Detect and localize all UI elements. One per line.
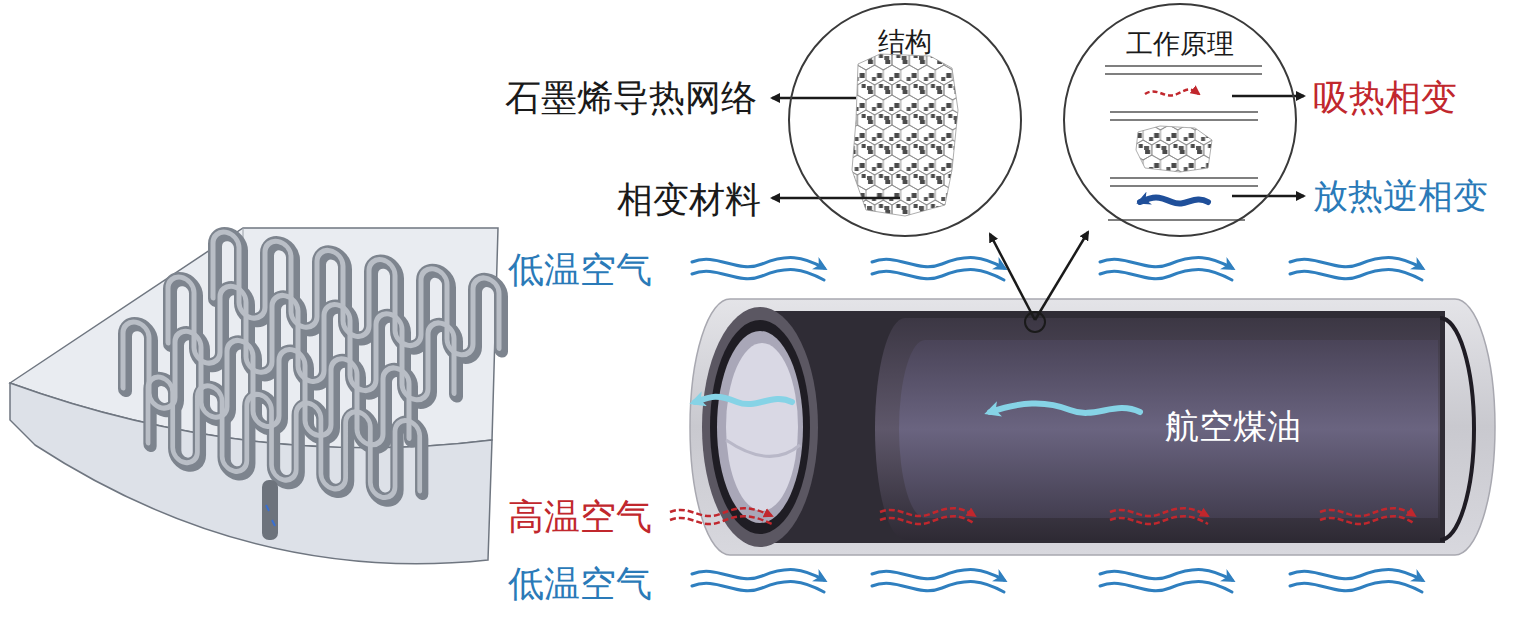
phase-change-tube-part — [717, 331, 803, 523]
cold-air-arrows-part-part — [692, 570, 824, 580]
hot-air-arrows-part — [1110, 508, 1208, 516]
phase-change-tube-part — [745, 311, 1445, 543]
hot-air-arrows-part — [880, 508, 975, 516]
leader-lines-part — [772, 197, 900, 200]
magnifier-circles-part-part — [1110, 119, 1258, 121]
circle-heading: 工作原理 — [1065, 29, 1295, 59]
magnifier-circle: 结构 — [788, 3, 1022, 237]
heat-exchanger-panel-part — [266, 505, 275, 526]
phase-change-tube-part — [1440, 318, 1474, 540]
leader-lines-part — [1232, 195, 1304, 198]
hot-air-arrows-part — [1320, 508, 1415, 516]
phase-change-tube-part — [899, 340, 1438, 518]
magnifier-circles-part — [852, 54, 958, 216]
hot-air-arrows-part — [670, 516, 772, 524]
phase-change-tube-part — [726, 343, 798, 511]
magnifier-circles-part — [1145, 90, 1199, 96]
leader-lines-part — [1232, 95, 1304, 98]
cold-air-arrows-part-part — [1290, 582, 1422, 592]
hot-air-arrows-part — [1110, 516, 1208, 524]
circle-heading: 结构 — [790, 27, 1020, 57]
material-label: 石墨烯导热网络 — [505, 78, 757, 118]
leader-lines-part — [772, 97, 856, 100]
phase-change-tube — [690, 299, 1495, 555]
phase-change-tube-part — [726, 440, 800, 456]
magnifier-circles-part — [1063, 3, 1297, 237]
magnifier-circles-part — [788, 3, 1022, 237]
magnifier-circles-part-part — [1105, 73, 1262, 75]
magnifier-circles-part — [1136, 126, 1212, 172]
cold-air-arrows-part-part — [1100, 258, 1232, 268]
hot-air-arrows-part — [880, 516, 975, 524]
cold-air-arrows-part-part — [692, 258, 824, 268]
fuel-flow-arrows-part — [990, 403, 1140, 412]
material-label: 相变材料 — [617, 180, 761, 220]
fuel-flow-arrows-part — [695, 397, 792, 404]
process-label: 吸热相变 — [1313, 78, 1457, 118]
cold-air-arrows-part-part — [1100, 582, 1232, 592]
magnifier-circle: 工作原理 — [1063, 3, 1297, 237]
leader-lines — [772, 96, 1304, 332]
airflow-label: 低温空气 — [508, 564, 652, 604]
cold-air-arrows-part-part — [872, 582, 1004, 592]
process-label: 放热逆相变 — [1313, 177, 1488, 216]
magnifier-circles — [788, 3, 1297, 237]
cold-air-arrows-part-part — [1290, 258, 1422, 268]
airflow-label: 高温空气 — [508, 497, 652, 537]
heat-exchanger-panel — [10, 228, 501, 564]
magnifier-circles-part-part — [1105, 65, 1262, 67]
heat-exchanger-panel-part — [123, 230, 501, 506]
cold-air-arrows-part-part — [1100, 270, 1232, 280]
phase-change-tube-part — [690, 299, 1495, 555]
magnifier-circles-part-part — [1110, 177, 1258, 179]
leader-lines-part — [1035, 232, 1088, 320]
magnifier-circles-part-part — [1108, 219, 1245, 221]
cold-air-arrows-part-part — [692, 270, 824, 280]
phase-change-tube-part — [710, 320, 810, 534]
magnifier-circles-part — [1140, 198, 1208, 204]
fuel-flow-arrows — [695, 397, 1140, 413]
fluid-label: 航空煤油 — [1165, 408, 1301, 445]
heat-exchanger-panel-part-part-part — [123, 320, 409, 451]
heat-exchanger-panel-part — [262, 480, 278, 540]
airflow-label: 低温空气 — [508, 250, 652, 290]
hot-air-arrows-part — [1320, 516, 1415, 524]
phase-change-tube-part — [875, 318, 1440, 540]
cold-air-arrows-part-part — [692, 582, 824, 592]
heat-exchanger-panel-part-part — [123, 230, 499, 504]
cold-air-arrows-part-part — [872, 270, 1004, 280]
hot-air-arrows-part — [670, 508, 772, 516]
cold-air-arrows-part-part — [872, 258, 1004, 268]
cold-air-arrows-part-part — [1290, 570, 1422, 580]
leader-lines-part — [1025, 312, 1045, 332]
cold-air-arrows-part-part — [1290, 270, 1422, 280]
heat-exchanger-panel-part-part-part — [148, 375, 420, 504]
cold-air-arrows-part-part — [872, 570, 1004, 580]
cold-air-arrows-part-part — [1100, 570, 1232, 580]
magnifier-circles-part-part — [1110, 185, 1258, 187]
leader-lines-part — [990, 234, 1035, 320]
hot-air-arrows — [670, 508, 1415, 524]
magnifier-circles-part-part — [1110, 111, 1258, 113]
